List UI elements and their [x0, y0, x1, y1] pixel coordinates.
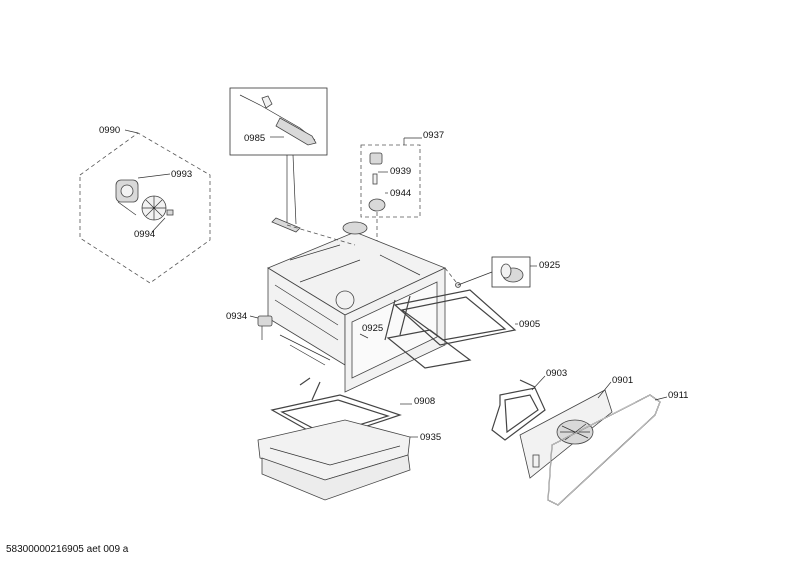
label-0908: 0908	[414, 396, 435, 407]
fan-nut	[166, 209, 174, 216]
drawing-number: 58300000216905 aet 009 a	[6, 544, 129, 555]
label-0990: 0990	[99, 125, 120, 136]
top-heating-element	[384, 289, 518, 369]
label-0905: 0905	[519, 319, 540, 330]
fan-wheel	[141, 195, 167, 221]
label-0903: 0903	[546, 368, 567, 379]
ring-heating-element	[491, 375, 546, 441]
temperature-sensor-detail	[229, 87, 328, 233]
label-0901: 0901	[612, 375, 633, 386]
oven-cavity	[257, 221, 461, 393]
lamp-bulb	[372, 173, 378, 185]
label-0937: 0937	[423, 130, 444, 141]
fan-assembly-group	[79, 129, 211, 284]
label-0935: 0935	[420, 432, 441, 443]
fan-motor	[115, 179, 139, 216]
bottom-insulation	[257, 419, 418, 501]
lamp-cover	[368, 198, 386, 212]
label-0939: 0939	[390, 166, 411, 177]
door-seal	[547, 394, 668, 506]
label-0925-center: 0925	[362, 323, 383, 334]
oven-lamp-group	[360, 137, 422, 300]
label-0993: 0993	[171, 169, 192, 180]
label-0944: 0944	[390, 188, 411, 199]
label-0985: 0985	[244, 133, 265, 144]
lamp-glass-detail	[457, 256, 537, 288]
label-0925-right: 0925	[539, 260, 560, 271]
label-0911: 0911	[668, 390, 688, 401]
lamp-socket	[369, 152, 383, 165]
label-0934: 0934	[226, 311, 247, 322]
label-0994: 0994	[134, 229, 155, 240]
fan-cover-panel	[519, 381, 613, 479]
